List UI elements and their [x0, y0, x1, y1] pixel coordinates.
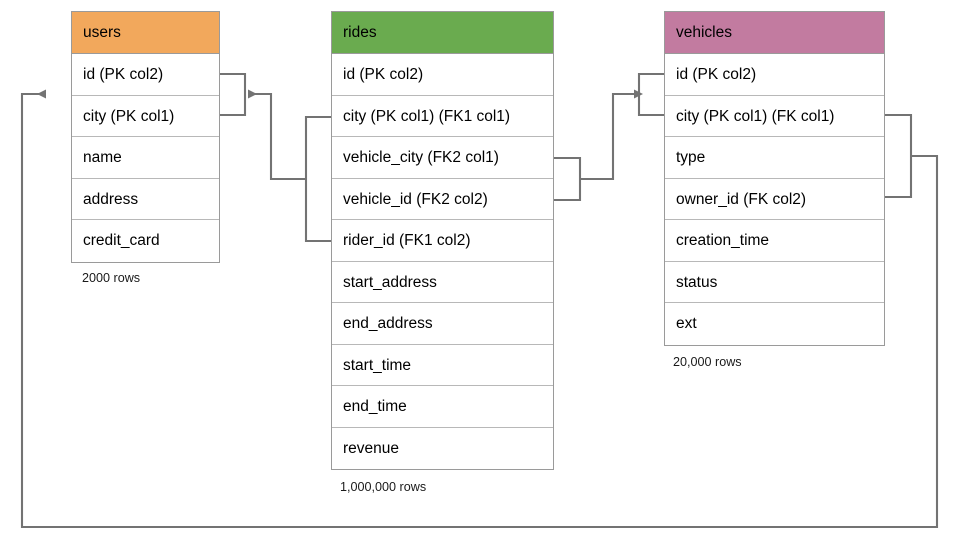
entity-vehicles-field-status[interactable]: status — [665, 261, 884, 303]
entity-users-field-name[interactable]: name — [72, 137, 219, 179]
entity-vehicles-field-type[interactable]: type — [665, 137, 884, 179]
entity-vehicles-row-count: 20,000 rows — [673, 355, 742, 369]
entity-rides-field-end-address[interactable]: end_address — [332, 303, 553, 345]
entity-rides[interactable]: rides id (PK col2) city (PK col1) (FK1 c… — [331, 11, 554, 470]
entity-rides-field-vehicle-city[interactable]: vehicle_city (FK2 col1) — [332, 137, 553, 179]
entity-users-field-address[interactable]: address — [72, 178, 219, 220]
entity-users-row-count: 2000 rows — [82, 271, 141, 285]
entity-vehicles-field-owner-id[interactable]: owner_id (FK col2) — [665, 178, 884, 220]
entity-vehicles-header: vehicles — [665, 12, 884, 54]
connector-rides-vehicles — [554, 72, 664, 202]
entity-rides-field-start-address[interactable]: start_address — [332, 261, 553, 303]
entity-rides-field-id[interactable]: id (PK col2) — [332, 54, 553, 96]
entity-vehicles-field-ext[interactable]: ext — [665, 303, 884, 345]
entity-rides-field-start-time[interactable]: start_time — [332, 344, 553, 386]
connector-rides-users — [220, 72, 331, 243]
entity-vehicles[interactable]: vehicles id (PK col2) city (PK col1) (FK… — [664, 11, 885, 346]
entity-users-header: users — [72, 12, 219, 54]
entity-users-field-city[interactable]: city (PK col1) — [72, 95, 219, 137]
entity-vehicles-field-id[interactable]: id (PK col2) — [665, 54, 884, 96]
entity-vehicles-field-city[interactable]: city (PK col1) (FK col1) — [665, 95, 884, 137]
entity-vehicles-field-creation-time[interactable]: creation_time — [665, 220, 884, 262]
entity-rides-field-vehicle-id[interactable]: vehicle_id (FK2 col2) — [332, 178, 553, 220]
entity-rides-header: rides — [332, 12, 553, 54]
entity-rides-field-end-time[interactable]: end_time — [332, 386, 553, 428]
entity-rides-row-count: 1,000,000 rows — [340, 480, 427, 494]
entity-rides-field-revenue[interactable]: revenue — [332, 427, 553, 469]
entity-users-field-id[interactable]: id (PK col2) — [72, 54, 219, 96]
entity-users-field-credit-card[interactable]: credit_card — [72, 220, 219, 262]
entity-rides-field-rider-id[interactable]: rider_id (FK1 col2) — [332, 220, 553, 262]
entity-rides-field-city[interactable]: city (PK col1) (FK1 col1) — [332, 95, 553, 137]
entity-users[interactable]: users id (PK col2) city (PK col1) name a… — [71, 11, 220, 263]
